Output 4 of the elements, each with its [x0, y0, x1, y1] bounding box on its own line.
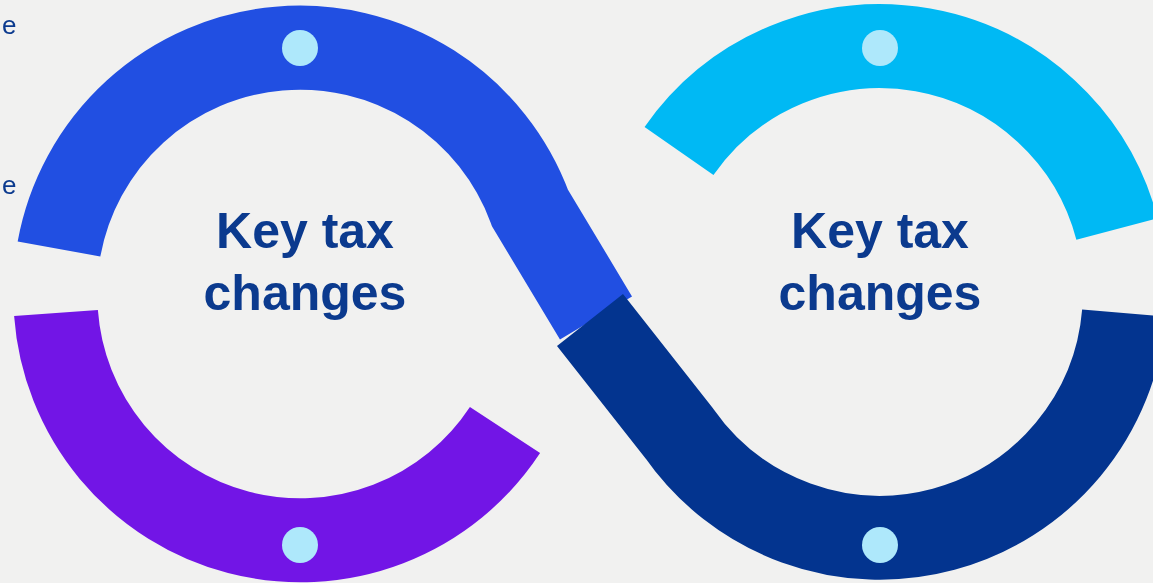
text-fragment: e — [2, 170, 17, 201]
center-heading: Key tax changes — [155, 200, 455, 324]
center-heading: Key tax changes — [730, 200, 1030, 324]
text-fragment: e — [2, 10, 17, 41]
